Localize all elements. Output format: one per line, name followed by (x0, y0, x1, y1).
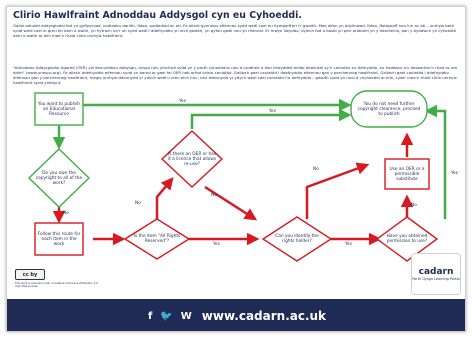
intro-paragraph: Gallai adnodd addysgiadol fod yn gyflwyn… (13, 23, 456, 38)
cc-by-icon: cc by (15, 269, 45, 280)
permission-diamond (375, 216, 439, 262)
cadarn-logo: cadarn Porth Dysgu Learning Portal (411, 253, 461, 295)
no-clearance-box (350, 90, 428, 128)
infographic-poster: Clirio Hawlfraint Adnoddau Addysgol cyn … (6, 6, 466, 332)
edge-label-arr-no: No (135, 201, 141, 206)
edge-label-oer-no: No (211, 193, 217, 198)
all-rights-diamond (123, 218, 191, 260)
identify-holder-diamond (261, 216, 333, 262)
edge-label-own-yes: Yes (179, 99, 186, 104)
logo-brand: cadarn (418, 267, 454, 277)
social-icons: f 🐦 W (148, 311, 192, 322)
page-title: Clirio Hawlfraint Adnoddau Addysgol cyn … (13, 10, 302, 21)
no-paths (52, 132, 414, 246)
start-box (34, 92, 84, 126)
substitute-label: Use an OER or a permissible substitute (389, 166, 425, 182)
permission-label: Have you obtained permission to use? (386, 234, 428, 244)
license-block: cc by This work is licensed under a Crea… (15, 269, 105, 288)
wiki-icon[interactable]: W (180, 310, 192, 322)
edge-label-identify-no: No (313, 167, 319, 172)
oer-paragraph: "Adnoddau Addysgiadol Agored (OER) yw de… (13, 65, 458, 85)
all-rights-label: Is the item "All Rights Reserved"? (133, 234, 181, 244)
own-copyright-label: Do you own the copyright to all of the w… (35, 170, 83, 186)
edge-label-arr-yes: Yes (213, 242, 220, 247)
follow-route-label: Follow this route for each item in the w… (37, 231, 81, 247)
footer-url-link[interactable]: www.cadarn.ac.uk (201, 309, 327, 323)
edge-identify-no (305, 162, 370, 219)
edge-label-permission-yes: Yes (451, 171, 458, 176)
substitute-box (384, 158, 430, 190)
edge-permission-yes (424, 104, 447, 219)
no-clearance-label: You do not need further copyright cleara… (357, 101, 421, 117)
start-label: You want to publish an Educational Resou… (38, 101, 80, 117)
edge-oer-yes (190, 108, 352, 129)
edge-label-permission-no: No (411, 203, 417, 208)
own-copyright-diamond (27, 148, 91, 208)
oer-label: Is there an OER or has it a licence that… (167, 151, 217, 167)
flowchart-arrows (27, 90, 447, 262)
logo-tagline: Porth Dysgu Learning Portal (412, 277, 460, 281)
twitter-icon[interactable]: 🐦 (160, 310, 173, 322)
cc-badge-text: cc by (22, 271, 38, 278)
oer-diamond (160, 130, 224, 188)
edge-oer-no (204, 185, 258, 221)
follow-route-box (34, 222, 84, 256)
edge-label-oer-yes: Yes (269, 109, 276, 114)
edge-own-yes (57, 98, 352, 112)
identify-holder-label: Can you identify the rights holder? (275, 234, 319, 244)
facebook-icon[interactable]: f (147, 310, 153, 322)
edge-label-own-no: No (63, 211, 69, 216)
footer-bar: f 🐦 W www.cadarn.ac.uk (7, 299, 465, 331)
edge-arr-no (155, 177, 174, 219)
edge-label-identify-yes: Yes (345, 242, 352, 247)
license-text: This work is licensed under a Creative C… (15, 282, 98, 289)
